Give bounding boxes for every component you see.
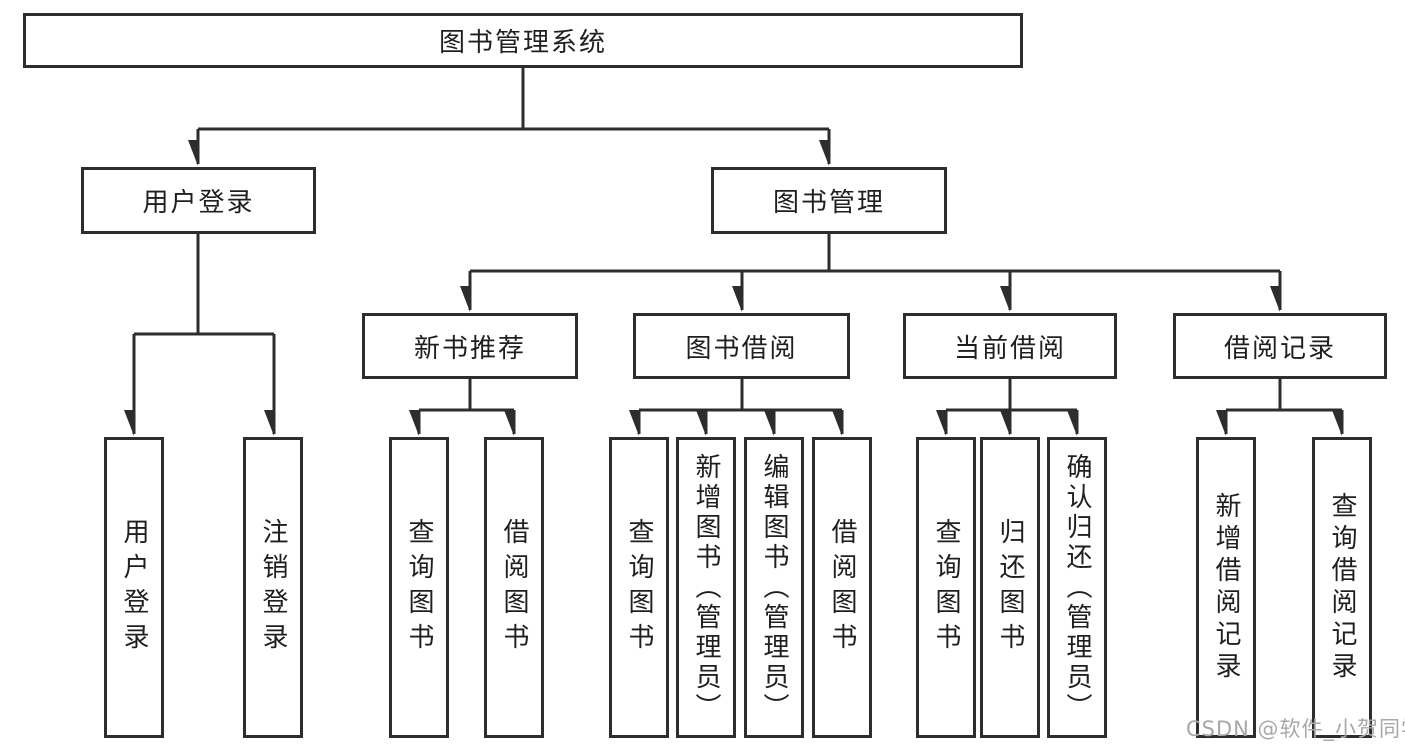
leaf-logout: 注销登录 bbox=[243, 437, 303, 738]
node-borrow-records: 借阅记录 bbox=[1173, 313, 1387, 379]
leaf-query-borrow-record: 查询借阅记录 bbox=[1312, 437, 1372, 738]
node-book-management: 图书管理 bbox=[711, 167, 947, 234]
node-book-borrow: 图书借阅 bbox=[633, 313, 850, 379]
leaf-borrow-books: 借阅图书 bbox=[812, 437, 872, 738]
node-user-login: 用户登录 bbox=[81, 167, 316, 234]
leaf-borrow-books-recommend: 借阅图书 bbox=[484, 437, 544, 738]
leaf-query-books-current: 查询图书 bbox=[916, 437, 976, 738]
leaf-user-login: 用户登录 bbox=[104, 437, 164, 738]
leaf-query-books-borrow: 查询图书 bbox=[609, 437, 669, 738]
node-library-management-system: 图书管理系统 bbox=[23, 13, 1023, 68]
node-current-borrow: 当前借阅 bbox=[903, 313, 1117, 379]
csdn-watermark: CSDN @软件_小贺同学 bbox=[1186, 717, 1405, 741]
leaf-return-books: 归还图书 bbox=[980, 437, 1040, 738]
leaf-add-borrow-record: 新增借阅记录 bbox=[1196, 437, 1256, 738]
leaf-confirm-return-admin: 确认归还（管理员） bbox=[1047, 437, 1107, 738]
leaf-add-books-admin: 新增图书（管理员） bbox=[676, 437, 736, 738]
node-new-book-recommend: 新书推荐 bbox=[362, 313, 578, 379]
leaf-edit-books-admin: 编辑图书（管理员） bbox=[744, 437, 804, 738]
leaf-query-books-recommend: 查询图书 bbox=[389, 437, 449, 738]
